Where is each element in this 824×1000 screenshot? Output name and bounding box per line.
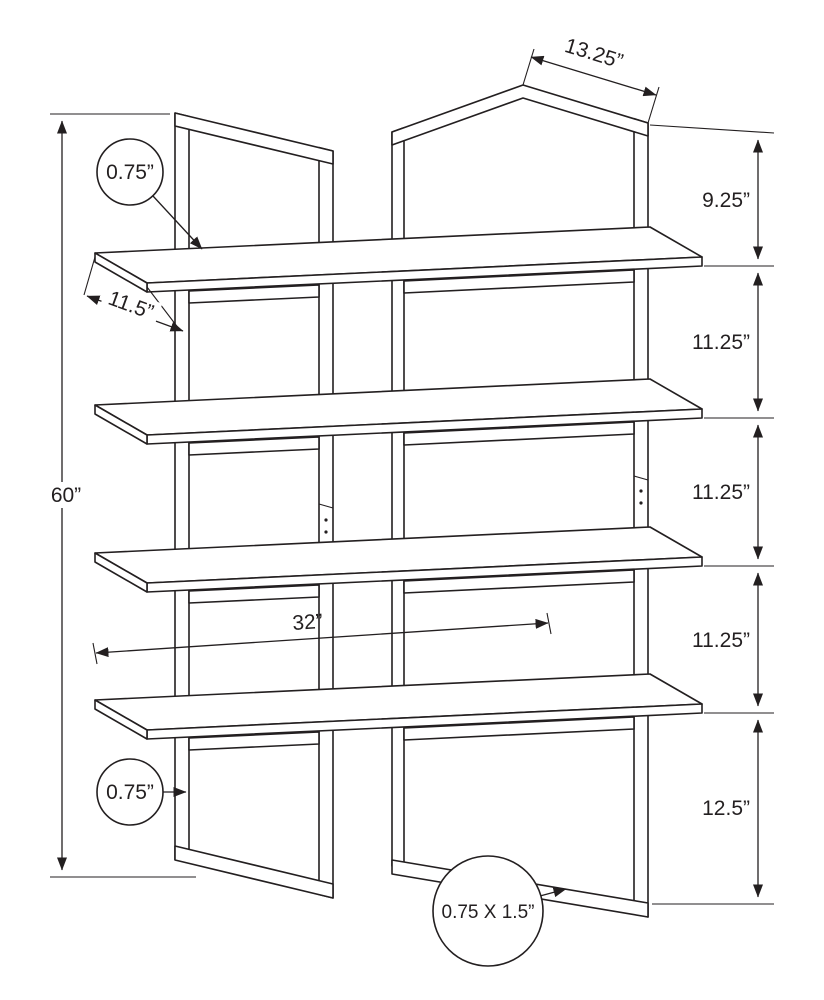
width-dimension: 32” (92, 610, 552, 665)
shelf-4 (94, 673, 703, 740)
support-rail (188, 584, 320, 604)
screw-hole (639, 489, 643, 493)
top-depth-label: 13.25” (562, 34, 626, 73)
shelf-end-cap (94, 699, 148, 740)
frame-thickness-label: 0.75” (106, 781, 154, 804)
tube-size-callout: 0.75 X 1.5” (432, 855, 567, 967)
shelf-thickness-label: 0.75” (106, 161, 154, 184)
extension-tick (546, 612, 552, 635)
support-rail (403, 569, 635, 594)
extension-tick (92, 642, 98, 665)
left-frame-top-rail (174, 112, 334, 165)
left-frame (174, 112, 334, 899)
support-rail (403, 269, 635, 294)
left-frame-bottom-rail (174, 845, 334, 899)
leader-line (152, 195, 203, 250)
screw-hole (324, 530, 328, 534)
shelf-support-rails (188, 269, 635, 751)
shelf-end-cap (94, 404, 148, 445)
joint-seam (318, 503, 334, 509)
extension-line (649, 124, 775, 134)
right-frame-top-rail (391, 84, 649, 146)
support-rail (188, 284, 320, 304)
left-frame-back-post (174, 112, 190, 864)
shelf-2 (94, 378, 703, 445)
leader-line (539, 887, 567, 898)
height-dimension: 60” (42, 113, 196, 878)
extension-line (522, 48, 535, 86)
right-frame (391, 84, 649, 918)
screw-hole (639, 501, 643, 505)
right-dimension-column: 9.25” 11.25” 11.25” 11.25” 12.5” (649, 124, 775, 905)
support-rail (403, 421, 635, 446)
callout-circle (96, 758, 164, 826)
support-rail (403, 716, 635, 741)
label-background (42, 482, 90, 508)
height-label: 60” (51, 484, 81, 507)
tube-size-label: 0.75 X 1.5” (442, 902, 535, 923)
spacing-label-2: 11.25” (692, 331, 750, 354)
callout-circle (96, 138, 164, 206)
shelf-thickness-callout: 0.75” (96, 138, 203, 250)
post-joint-right (633, 475, 649, 505)
support-rail (188, 731, 320, 751)
support-rail (188, 436, 320, 456)
post-joint-left (318, 503, 334, 534)
spacing-label-4: 11.25” (692, 629, 750, 652)
shelf-3 (94, 526, 703, 593)
width-label: 32” (292, 610, 324, 635)
frame-thickness-callout: 0.75” (96, 758, 187, 826)
dimension-line (530, 55, 657, 97)
shelf-end-cap (94, 552, 148, 593)
shelf-end-cap (94, 252, 148, 293)
dimension-line (95, 618, 549, 658)
joint-seam (633, 475, 649, 481)
callout-circle (432, 855, 544, 967)
spacing-label-5: 12.5” (702, 797, 750, 820)
spacing-label-1: 9.25” (702, 189, 750, 212)
extension-line (647, 86, 660, 124)
screw-hole (324, 518, 328, 522)
shelf-1 (94, 226, 703, 293)
label-background (99, 283, 163, 326)
spacing-label-3: 11.25” (692, 481, 750, 504)
extension-line (83, 256, 96, 296)
